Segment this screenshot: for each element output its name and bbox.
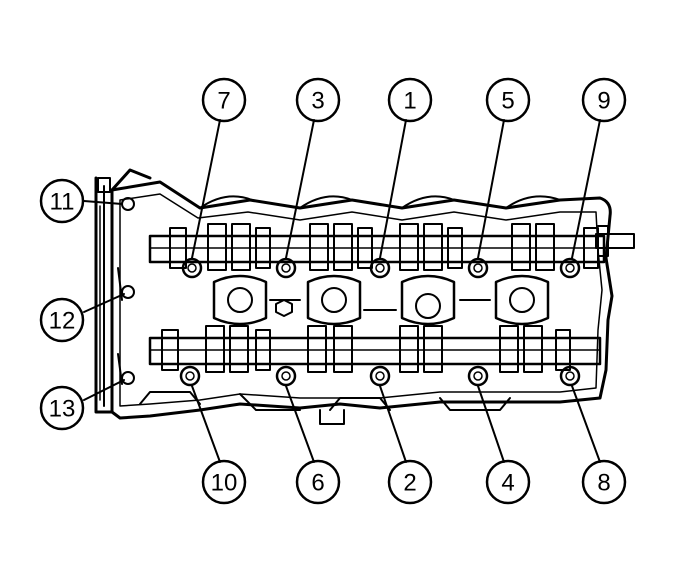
lower-cam-lobes (161, 325, 571, 373)
callout-11: 11 (39, 178, 85, 224)
callout-7: 7 (201, 77, 247, 123)
callout-1: 1 (387, 77, 433, 123)
callout-label: 5 (501, 88, 514, 115)
bolt-4 (467, 365, 489, 387)
callout-8: 8 (581, 459, 627, 505)
callout-label: 12 (49, 308, 76, 335)
bolt-8 (559, 365, 581, 387)
spark-plug-bores (212, 274, 550, 326)
bolt-5 (467, 257, 489, 279)
upper-cam-lobes (169, 223, 599, 271)
callout-leaders (83, 119, 601, 463)
callout-9: 9 (581, 77, 627, 123)
callout-label: 8 (597, 470, 610, 497)
bolt-9 (559, 257, 581, 279)
callout-12: 12 (39, 297, 85, 343)
callout-4: 4 (485, 459, 531, 505)
bolt-6 (275, 365, 297, 387)
callout-label: 9 (597, 88, 610, 115)
callout-label: 13 (49, 396, 76, 423)
bolt-10 (179, 365, 201, 387)
callout-10: 10 (201, 459, 247, 505)
bolt-1 (369, 257, 391, 279)
callout-6: 6 (295, 459, 341, 505)
callout-2: 2 (387, 459, 433, 505)
callout-label: 11 (50, 189, 75, 216)
callout-label: 1 (403, 88, 416, 115)
callout-13: 13 (39, 385, 85, 431)
callout-label: 3 (311, 88, 324, 115)
lower-camshaft (148, 336, 602, 366)
lower-flange (139, 391, 511, 425)
callout-3: 3 (295, 77, 341, 123)
callout-label: 10 (211, 470, 238, 497)
head-bolt-markers (179, 257, 581, 387)
callout-label: 6 (311, 470, 324, 497)
callout-5: 5 (485, 77, 531, 123)
callout-label: 7 (217, 88, 230, 115)
cylinder-head-outline (94, 168, 635, 420)
bolt-7 (181, 257, 203, 279)
bolt-2 (369, 365, 391, 387)
callout-label: 4 (501, 470, 514, 497)
callout-label: 2 (403, 470, 416, 497)
